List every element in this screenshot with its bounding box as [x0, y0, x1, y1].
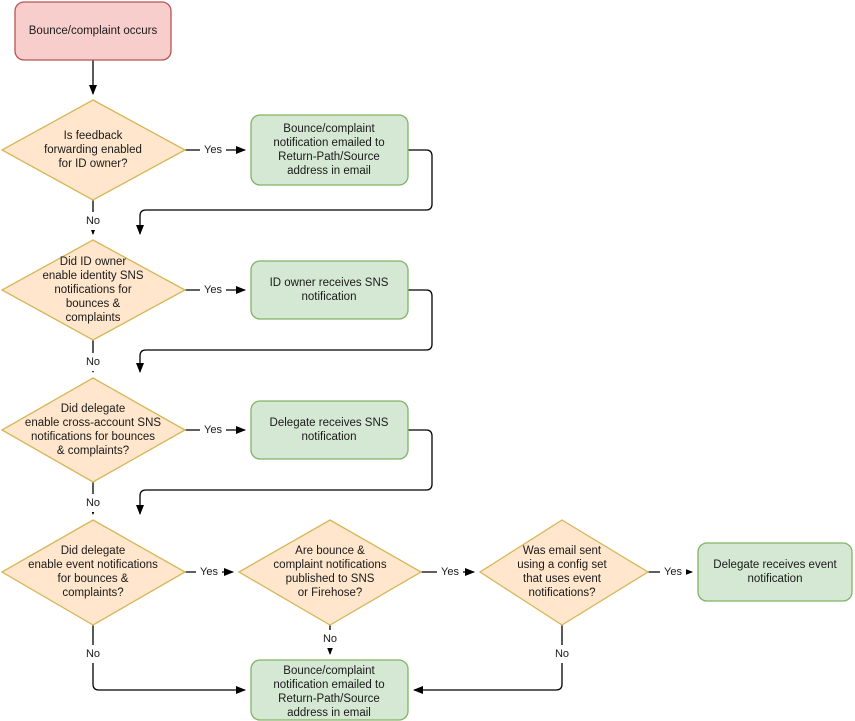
decision-shape — [0, 519, 187, 626]
edge-label-d2-yes: Yes — [204, 284, 222, 296]
t5-label-line-1: notification emailed to — [273, 679, 384, 691]
edge-t2-loop-to-d3 — [136, 289, 433, 373]
terminal-shape — [250, 260, 409, 320]
d5-label-line-0: Are bounce & — [295, 545, 365, 557]
t5-label-line-2: Return-Path/Source — [278, 693, 380, 705]
node-terminal-delegate-sns[interactable]: Delegate receives SNS notification — [250, 400, 409, 460]
d3-label-line-3: & complaints? — [57, 445, 129, 457]
t2-label-line-1: notification — [302, 291, 357, 303]
d2-label-line-2: notifications for — [54, 284, 132, 296]
node-decision-cross-account-sns[interactable]: Did delegate enable cross-account SNS no… — [0, 377, 187, 483]
d6-label-line-0: Was email sent — [523, 545, 602, 557]
d6-label-line-3: notifications? — [528, 587, 595, 599]
edge-label-bg — [200, 141, 226, 159]
edge-label-d5-no: No — [323, 633, 337, 645]
edge-label-d6-yes: Yes — [664, 566, 682, 578]
t1-label-line-3: address in email — [287, 165, 371, 177]
d2-label-line-1: enable identity SNS — [42, 270, 143, 282]
d2-label-line-0: Did ID owner — [60, 256, 127, 268]
edge-label-d3-yes: Yes — [204, 424, 222, 436]
edge-d6-no-to-t5 — [413, 625, 563, 694]
edge-label-bg — [80, 494, 106, 512]
node-decision-identity-sns[interactable]: Did ID owner enable identity SNS notific… — [0, 239, 187, 341]
t3-label-line-0: Delegate receives SNS — [270, 417, 389, 429]
d5-label-line-1: complaint notifications — [273, 559, 386, 571]
t5-label-line-0: Bounce/complaint — [283, 665, 375, 677]
edge-label-bg — [80, 212, 106, 230]
node-terminal-email-notification-2[interactable]: Bounce/complaint notification emailed to… — [250, 659, 409, 721]
node-terminal-email-notification-1[interactable]: Bounce/complaint notification emailed to… — [250, 114, 409, 186]
d3-label-line-2: notifications for bounces — [31, 431, 155, 443]
edge-label-bg — [660, 563, 686, 581]
d5-label-line-2: published to SNS — [286, 573, 375, 585]
edge-label-d6-no: No — [555, 648, 569, 660]
d3-label-line-0: Did delegate — [61, 403, 126, 415]
decision-shape — [0, 239, 187, 341]
d4-label-line-0: Did delegate — [61, 545, 126, 557]
edge-label-d4-no: No — [86, 648, 100, 660]
d3-label-line-1: enable cross-account SNS — [25, 417, 161, 429]
d4-label-line-2: for bounces & — [58, 573, 129, 585]
d5-label-line-3: or Firehose? — [298, 587, 363, 599]
node-decision-published-sns-firehose[interactable]: Are bounce & complaint notifications pub… — [237, 519, 423, 626]
edge-label-d3-no: No — [86, 497, 100, 509]
edge-label-bg — [196, 563, 222, 581]
d4-label-line-3: complaints? — [62, 587, 123, 599]
edge-d4-no-to-t5 — [92, 625, 246, 694]
t3-label-line-1: notification — [302, 431, 357, 443]
t1-label-line-1: notification emailed to — [273, 137, 384, 149]
t1-label-line-0: Bounce/complaint — [283, 123, 375, 135]
t4-label-line-0: Delegate receives event — [713, 559, 837, 571]
decision-shape — [237, 519, 423, 626]
terminal-shape — [697, 542, 853, 602]
terminal-shape — [250, 114, 409, 186]
edge-label-d1-no: No — [86, 215, 100, 227]
d6-label-line-1: using a config set — [517, 559, 607, 571]
edge-t3-loop-to-d4 — [136, 429, 433, 515]
node-terminal-delegate-event[interactable]: Delegate receives event notification — [697, 542, 853, 602]
d1-label-line-1: forwarding enabled — [44, 144, 142, 156]
t2-label-line-0: ID owner receives SNS — [270, 277, 389, 289]
edge-label-bg — [200, 281, 226, 299]
d2-label-line-4: complaints — [66, 312, 121, 324]
terminal-shape — [250, 400, 409, 460]
edge-label-d1-yes: Yes — [204, 144, 222, 156]
edge-t1-loop-to-d2 — [136, 149, 433, 235]
edge-label-d2-no: No — [86, 356, 100, 368]
t5-label-line-3: address in email — [287, 707, 371, 719]
d1-label-line-2: for ID owner? — [58, 158, 127, 170]
edge-label-bg — [549, 645, 575, 663]
t1-label-line-2: Return-Path/Source — [278, 151, 380, 163]
t4-label-line-1: notification — [748, 573, 803, 585]
d4-label-line-1: enable event notifications — [28, 559, 158, 571]
node-decision-feedback-forwarding[interactable]: Is feedback forwarding enabled for ID ow… — [0, 99, 187, 201]
d2-label-line-3: bounces & — [66, 298, 121, 310]
edge-label-bg — [80, 645, 106, 663]
node-terminal-id-owner-sns[interactable]: ID owner receives SNS notification — [250, 260, 409, 320]
edge-label-bg — [317, 630, 343, 648]
terminal-shape — [250, 659, 409, 721]
edge-label-bg — [80, 353, 106, 371]
start-shape — [14, 1, 172, 61]
node-decision-config-set[interactable]: Was email sent using a config set that u… — [478, 519, 650, 626]
start-label-line-0: Bounce/complaint occurs — [29, 25, 158, 37]
node-start[interactable]: Bounce/complaint occurs — [14, 1, 172, 61]
decision-shape — [0, 99, 187, 201]
edge-label-d5-yes: Yes — [441, 566, 459, 578]
edge-label-bg — [200, 421, 226, 439]
d1-label-line-0: Is feedback — [64, 130, 123, 142]
edge-label-d4-yes: Yes — [200, 566, 218, 578]
decision-shape — [0, 377, 187, 483]
decision-shape — [478, 519, 650, 626]
d6-label-line-2: that uses event — [523, 573, 602, 585]
node-decision-event-notifications[interactable]: Did delegate enable event notifications … — [0, 519, 187, 626]
edge-label-bg — [437, 563, 463, 581]
